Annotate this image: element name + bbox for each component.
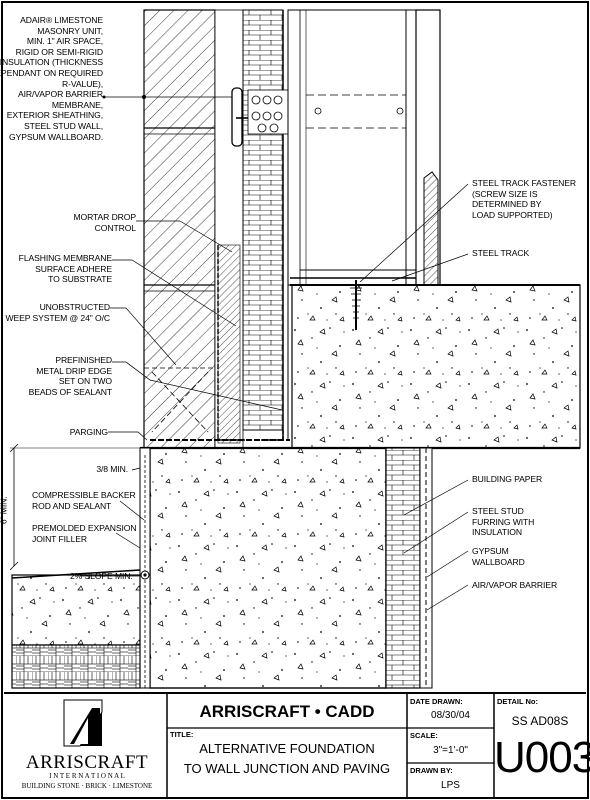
parging-note: PARGING <box>69 427 108 437</box>
detail-number: U003 <box>494 733 590 782</box>
min-3-8-note: 3/8 MIN. <box>96 464 128 474</box>
title-line-2: TO WALL JUNCTION AND PAVING <box>183 761 391 776</box>
weep-line: WEEP SYSTEM @ 24" O/C <box>5 312 110 323</box>
date-value: 08/30/04 <box>431 710 470 721</box>
flashing-line: SURFACE ADHERE <box>35 263 112 274</box>
mortar-drop-line: CONTROL <box>94 222 136 233</box>
expansion-note: PREMOLDED EXPANSION JOINT FILLER <box>32 523 137 544</box>
wall-note-line: MASONRY UNIT, <box>37 25 103 36</box>
expansion-line: JOINT FILLER <box>32 533 87 544</box>
mortar-drop-note: MORTAR DROP CONTROL <box>73 212 136 233</box>
wall-note-line: ADAIR® LIMESTONE <box>20 15 103 25</box>
drip-edge-line: BEADS OF SEALANT <box>28 386 113 397</box>
expansion-line: PREMOLDED EXPANSION <box>32 523 137 533</box>
detail-label: DETAIL No: <box>497 697 538 706</box>
wall-note-line: EXTERIOR SHEATHING, <box>6 110 103 121</box>
wall-assembly-note: ADAIR® LIMESTONE MASONRY UNIT, MIN. 1" A… <box>0 15 103 142</box>
flashing-line: FLASHING MEMBRANE <box>18 253 112 263</box>
company-name: ARRISCRAFT • CADD <box>199 702 375 721</box>
leader-dots <box>102 95 146 99</box>
gypsum-note: GYPSUM WALLBOARD <box>472 546 525 567</box>
wall-layers <box>150 9 290 449</box>
fastener-line: (SCREW SIZE IS <box>472 188 538 199</box>
gypsum-line: GYPSUM <box>472 546 509 556</box>
wall-note-line: RIGID OR SEMI-RIGID <box>15 46 103 57</box>
drip-edge-line: SET ON TWO <box>58 376 112 387</box>
title-line-1: ALTERNATIVE FOUNDATION <box>199 741 375 756</box>
paving <box>11 569 150 689</box>
leader-lines <box>80 96 469 611</box>
wall-note-line: MIN. 1" AIR SPACE, <box>26 36 103 47</box>
masonry-tie <box>231 87 289 147</box>
steel-stud-wall <box>287 9 441 286</box>
scale-label: SCALE: <box>410 731 438 740</box>
arriscraft-logo-mark <box>63 699 103 747</box>
title-label: TITLE: <box>170 730 194 739</box>
drip-edge-line: PREFINISHED <box>55 355 112 365</box>
building-paper-note: BUILDING PAPER <box>472 474 543 484</box>
furring-line: FURRING WITH <box>472 516 535 527</box>
title-block-frame <box>4 692 586 798</box>
scale-value: 3"=1'-0" <box>433 745 468 756</box>
furring-note: STEEL STUD FURRING WITH INSULATION <box>472 506 534 538</box>
wall-note-line: GYPSUM WALLBOARD. <box>9 131 103 142</box>
min-6-note: 6" MIN. <box>0 496 9 525</box>
dimension-lines <box>9 443 151 571</box>
backer-rod-line: COMPRESSIBLE BACKER <box>32 490 136 500</box>
backer-rod-note: COMPRESSIBLE BACKER ROD AND SEALANT <box>32 490 136 511</box>
drip-edge-note: PREFINISHED METAL DRIP EDGE SET ON TWO B… <box>28 355 113 397</box>
wall-note-line: DEPENDANT ON REQUIRED <box>0 67 103 78</box>
barrier-note: AIR/VAPOR BARRIER <box>472 580 558 590</box>
fastener-note: STEEL TRACK FASTENER (SCREW SIZE IS DETE… <box>472 178 576 220</box>
furring-line: STEEL STUD <box>472 506 524 516</box>
logo-subtitle: I N T E R N A T I O N A L <box>49 772 125 780</box>
floor-slab <box>290 280 581 449</box>
weep-note: UNOBSTRUCTED WEEP SYSTEM @ 24" O/C <box>5 302 110 323</box>
detail-code: SS AD08S <box>511 714 569 728</box>
drawn-by-label: DRAWN BY: <box>410 766 453 775</box>
wall-note-line: R-VALUE), <box>62 78 103 89</box>
date-label: DATE DRAWN: <box>410 697 463 706</box>
fastener-line: LOAD SUPPORTED) <box>472 209 553 220</box>
wall-note-line: STEEL STUD WALL, <box>24 120 103 131</box>
flashing-note: FLASHING MEMBRANE SURFACE ADHERE TO SUBS… <box>19 253 112 285</box>
fastener-line: STEEL TRACK FASTENER <box>472 178 577 188</box>
fastener-line: DETERMINED BY <box>472 199 542 210</box>
steel-track-note: STEEL TRACK <box>472 248 530 258</box>
mortar-drop-line: MORTAR DROP <box>73 212 136 222</box>
furring-line: INSULATION <box>472 527 522 538</box>
gypsum-line: WALLBOARD <box>472 556 525 567</box>
wall-note-line: MEMBRANE, <box>51 99 103 110</box>
flashing-line: TO SUBSTRATE <box>48 274 112 285</box>
wall-note-line: AIR/VAPOR BARRIER <box>17 89 103 100</box>
foundation-wall <box>139 446 580 689</box>
limestone-masonry <box>143 9 216 449</box>
wall-note-line: INSULATION (THICKNESS <box>0 57 103 68</box>
drip-edge-line: METAL DRIP EDGE <box>36 365 112 376</box>
slope-note: 2% SLOPE MIN. <box>70 571 133 581</box>
weep-line: UNOBSTRUCTED <box>39 302 111 312</box>
drawn-by-value: LPS <box>441 780 460 791</box>
logo-wordmark: ARRISCRAFT <box>25 752 149 773</box>
logo-tagline: BUILDING STONE · BRICK · LIMESTONE <box>21 782 153 790</box>
backer-rod-line: ROD AND SEALANT <box>32 500 112 511</box>
